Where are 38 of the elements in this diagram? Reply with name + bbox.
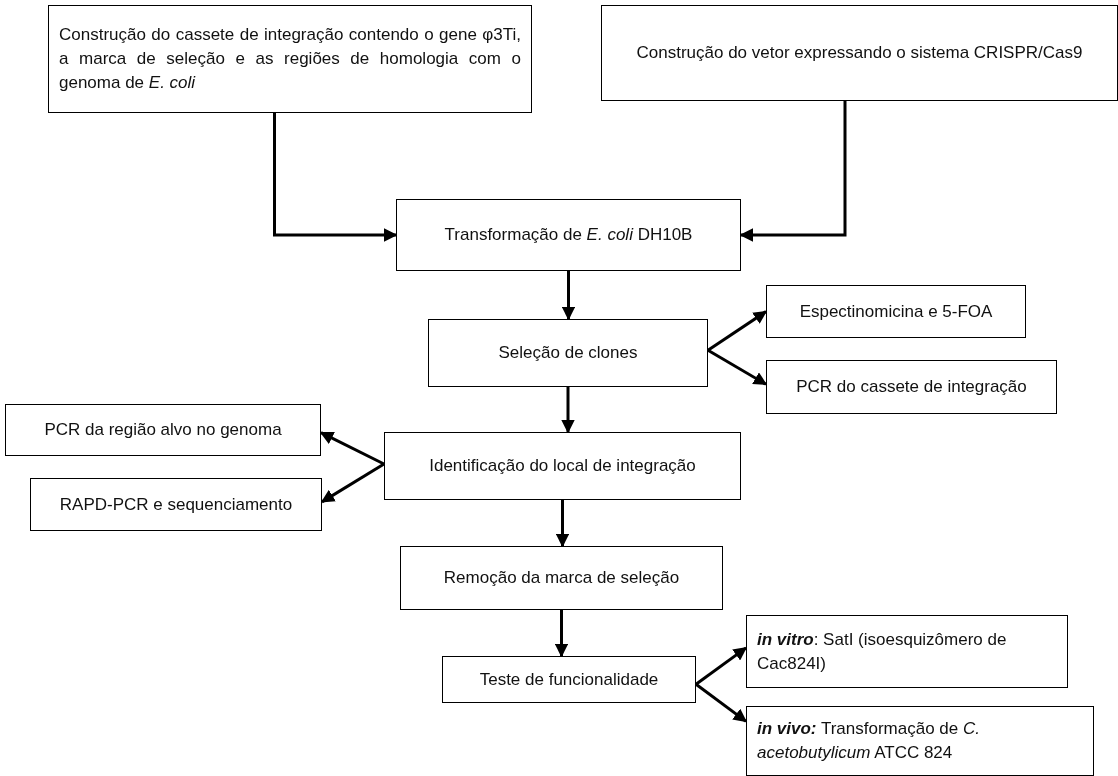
arrow — [695, 683, 748, 723]
process-box — [601, 5, 1118, 101]
process-box — [766, 360, 1057, 414]
process-box — [428, 319, 708, 387]
arrow — [695, 646, 748, 686]
process-box — [442, 656, 696, 703]
arrow — [707, 310, 768, 352]
box-text: Teste de funcionalidade — [479, 668, 659, 691]
arrow — [319, 431, 385, 466]
process-box — [30, 478, 322, 531]
arrow — [707, 349, 768, 386]
box-text: in vitro: SatI (isoesquizômero de Cac824I) — [757, 628, 1008, 675]
process-box — [396, 199, 741, 271]
arrow — [273, 113, 398, 242]
process-box — [48, 5, 532, 113]
arrow — [320, 462, 385, 504]
box-text: Identificação do local de integração — [429, 455, 696, 478]
process-box — [5, 404, 321, 456]
box-text: in vivo: Transformação de C. acetobutylicum ATCC 824 — [757, 718, 981, 764]
box-text: RAPD-PCR e sequenciamento — [59, 493, 293, 516]
box-text: Transformação de E. coli DH10B — [444, 224, 693, 247]
box-text: Espectinomicina e 5-FOA — [799, 300, 993, 323]
box-text: Remoção da marca de seleção — [443, 567, 680, 590]
arrow — [561, 271, 576, 321]
arrow — [739, 101, 847, 242]
arrow — [554, 610, 569, 658]
box-text: Construção do cassete de integração contendo o gene φ3Ti, a marca de seleção e as regiões de homologia com o genoma de E. coli — [59, 24, 521, 94]
box-text: PCR do cassete de integração — [796, 376, 1027, 399]
box-text: Construção do vetor expressando o sistema CRISPR/Cas9 — [636, 42, 1083, 65]
arrow — [555, 500, 570, 548]
process-box — [384, 432, 741, 500]
process-box — [746, 706, 1094, 776]
process-box — [400, 546, 723, 610]
process-box — [746, 615, 1068, 688]
box-text: Seleção de clones — [498, 342, 638, 365]
box-text: PCR da região alvo no genoma — [44, 419, 282, 442]
process-box — [766, 285, 1026, 338]
arrow — [561, 387, 575, 434]
